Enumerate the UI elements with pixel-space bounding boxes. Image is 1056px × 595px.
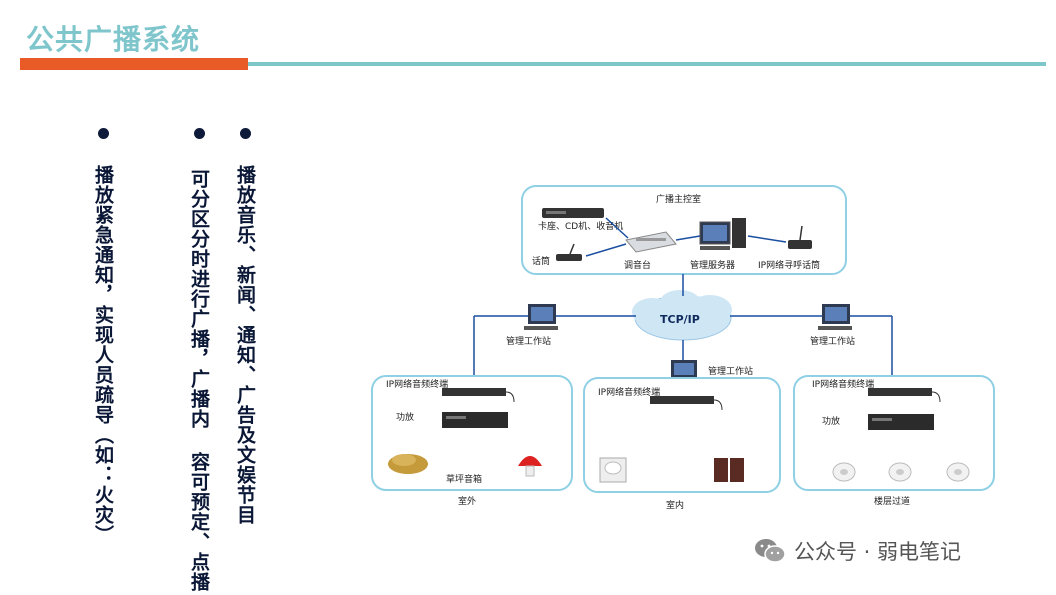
paging-mic-icon [788, 225, 812, 249]
terminal-outdoor-icon [442, 388, 515, 403]
amp-corridor-label: 功放 [822, 415, 840, 427]
bullet-item-1: 播放音乐、新闻、通知、广告及文娱节目 [230, 128, 260, 525]
tcpip-cloud [632, 290, 732, 341]
zone-indoor-label: 室内 [666, 499, 684, 511]
tuner-label: 卡座、CD机、收音机 [538, 220, 623, 232]
zone-corridor-box [793, 375, 995, 491]
amp-outdoor-label: 功放 [396, 411, 414, 423]
bullet-text-2: 可分区分时进行广播，广播内 容可预定、点播 [188, 168, 210, 592]
box-speaker-icon [714, 458, 744, 482]
terminal-indoor-icon [650, 396, 723, 411]
title-underline [248, 62, 1046, 66]
terminal-corridor-icon [868, 388, 941, 403]
workstation-right-label: 管理工作站 [810, 335, 855, 347]
rock-speaker-icon [388, 454, 428, 474]
bullet-dot [194, 128, 205, 139]
server-icon [699, 218, 746, 250]
bullet-text-1: 播放音乐、新闻、通知、广告及文娱节目 [234, 165, 256, 525]
mic-label: 话筒 [532, 255, 550, 267]
workstation-right-icon [818, 304, 852, 330]
mixer-label: 调音台 [624, 259, 651, 271]
mushroom-speaker-icon [518, 456, 542, 477]
server-label: 管理服务器 [690, 259, 735, 271]
slide-title: 公共广播系统 [26, 23, 201, 56]
ceiling-speaker-1-icon [832, 462, 856, 482]
bullet-item-2: 可分区分时进行广播，广播内 容可预定、点播 [184, 128, 250, 595]
mixer-icon [625, 231, 677, 253]
control-room-box [521, 185, 847, 275]
terminal-outdoor-label: IP网络音频终端 [386, 378, 448, 390]
paging-mic-label: IP网络寻呼话筒 [758, 259, 820, 271]
zone-corridor-label: 楼层过道 [874, 495, 910, 507]
ceiling-speaker-2-icon [888, 462, 912, 482]
terminal-indoor-label: IP网络音频终端 [598, 386, 660, 398]
zone-outdoor-label: 室外 [458, 495, 476, 507]
ceiling-speaker-indoor-icon [599, 457, 627, 483]
tuner-device-icon [542, 208, 604, 218]
workstation-left-icon [524, 304, 558, 330]
terminal-corridor-label: IP网络音频终端 [812, 378, 874, 390]
network-label: TCP/IP [660, 313, 700, 326]
control-room-label: 广播主控室 [656, 193, 701, 205]
amp-outdoor-icon [442, 412, 508, 428]
mic-icon [556, 243, 582, 261]
broadcast-system-diagram: 广播主控室 卡座、CD机、收音机 话筒 调音台 管理服务器 IP网络寻呼话筒 [371, 185, 995, 511]
bullet-dot [97, 128, 109, 139]
title-accent-bar [20, 58, 248, 70]
amp-corridor-icon [868, 414, 934, 430]
bullet-item-3: 播放紧急通知，实现人员疏导（如：火灾） [88, 128, 118, 545]
bullet-text-3: 播放紧急通知，实现人员疏导（如：火灾） [92, 165, 114, 545]
watermark-text: 公众号 · 弱电笔记 [794, 540, 962, 564]
lawn-speaker-label: 草坪音箱 [446, 473, 482, 485]
workstation-left-label: 管理工作站 [506, 335, 551, 347]
bullet-dot [239, 128, 251, 139]
workstation-center-label: 管理工作站 [708, 365, 753, 377]
wechat-icon [754, 537, 786, 565]
watermark: 公众号 · 弱电笔记 [754, 536, 961, 566]
ceiling-speaker-3-icon [946, 462, 970, 482]
